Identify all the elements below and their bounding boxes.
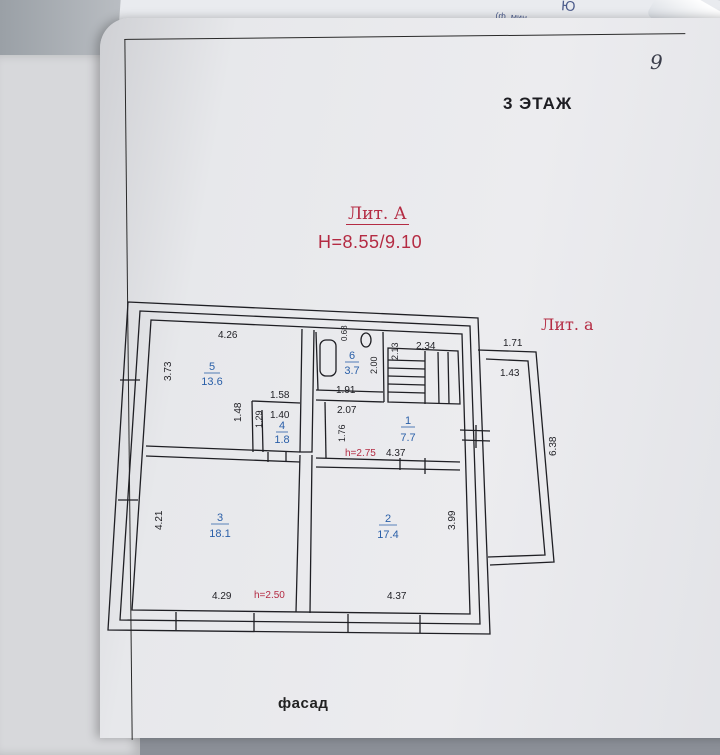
outer-wall-inner: [119, 310, 481, 625]
room-area: 3.7: [344, 365, 359, 377]
dim-annex-side: 6.38: [548, 436, 559, 456]
room-area: 7.7: [400, 432, 415, 444]
document-page: [100, 18, 720, 738]
main-height-label: H=8.55/9.10: [318, 232, 423, 252]
wall-horizontal-right: [315, 457, 461, 471]
room-number: 3: [217, 512, 223, 524]
outer-wall: [107, 301, 491, 635]
stairs: [387, 347, 461, 405]
annex-wall-inner: [485, 358, 546, 558]
wall-room4: [251, 400, 301, 453]
dim-annex-inner: 1.43: [500, 368, 520, 379]
dim-room5-depth: 3.73: [163, 361, 174, 381]
room-area: 18.1: [209, 528, 230, 540]
dim-room5-width: 4.26: [218, 330, 238, 341]
bathtub: [319, 339, 337, 377]
wall-room1: [324, 401, 327, 459]
dim-room4-inner-side: 1.29: [254, 410, 264, 428]
wall-vertical-lower: [295, 454, 313, 614]
outer-wall-inner2: [131, 319, 471, 615]
page-number: 9: [650, 50, 663, 74]
wall-horizontal: [145, 445, 301, 463]
height-upper: h=2.75: [345, 448, 376, 459]
dim-room1-top: 2.07: [337, 405, 357, 416]
room-number: 5: [209, 361, 215, 373]
room-number: 4: [279, 420, 285, 432]
floor-title: 3 ЭТАЖ: [503, 94, 573, 113]
dim-room6-bottom: 1.91: [336, 385, 356, 396]
window-left: [118, 379, 140, 501]
dim-room4-top: 1.58: [270, 390, 290, 401]
wall-vertical-left: [299, 328, 315, 453]
wall-room6: [315, 331, 385, 403]
facade-label: фасад: [278, 695, 329, 712]
room-number: 6: [349, 350, 355, 362]
room-area: 1.8: [274, 434, 289, 446]
dim-room1-bottom: 4.37: [386, 448, 406, 459]
dim-annex-top: 1.71: [503, 338, 523, 349]
toilet: [360, 332, 372, 348]
dim-room6-top: 0.68: [340, 325, 349, 341]
dim-room2-bottom: 4.37: [387, 591, 407, 602]
dim-room4-side: 1.48: [233, 402, 244, 422]
annex-lit-label: Лит. а: [541, 315, 594, 334]
main-lit-label: Лит. А: [346, 204, 409, 225]
dim-room3-bottom: 4.29: [212, 591, 232, 602]
dim-room1-side: 1.76: [337, 424, 347, 442]
dim-room6-side: 2.00: [369, 356, 379, 374]
room-area: 13.6: [201, 376, 222, 388]
room-number: 2: [385, 513, 391, 525]
floor-plan: 4.26 3.73 1.58 1.48 1.29 1.40 0.68 2.00 …: [107, 301, 559, 635]
room-number: 1: [405, 415, 411, 427]
dim-room4-inner-top: 1.40: [270, 410, 290, 421]
window-mark: [175, 612, 421, 633]
room-area: 17.4: [377, 529, 398, 541]
dim-stair-top: 2.34: [416, 341, 436, 352]
dim-room2-side: 3.99: [447, 510, 458, 530]
annex-wall: [477, 349, 555, 566]
door-annex: [459, 425, 491, 448]
height-lower: h=2.50: [254, 590, 285, 601]
dim-room3-side: 4.21: [154, 510, 165, 530]
dim-stair-side: 2.13: [390, 342, 400, 360]
door-mark: [267, 452, 426, 474]
